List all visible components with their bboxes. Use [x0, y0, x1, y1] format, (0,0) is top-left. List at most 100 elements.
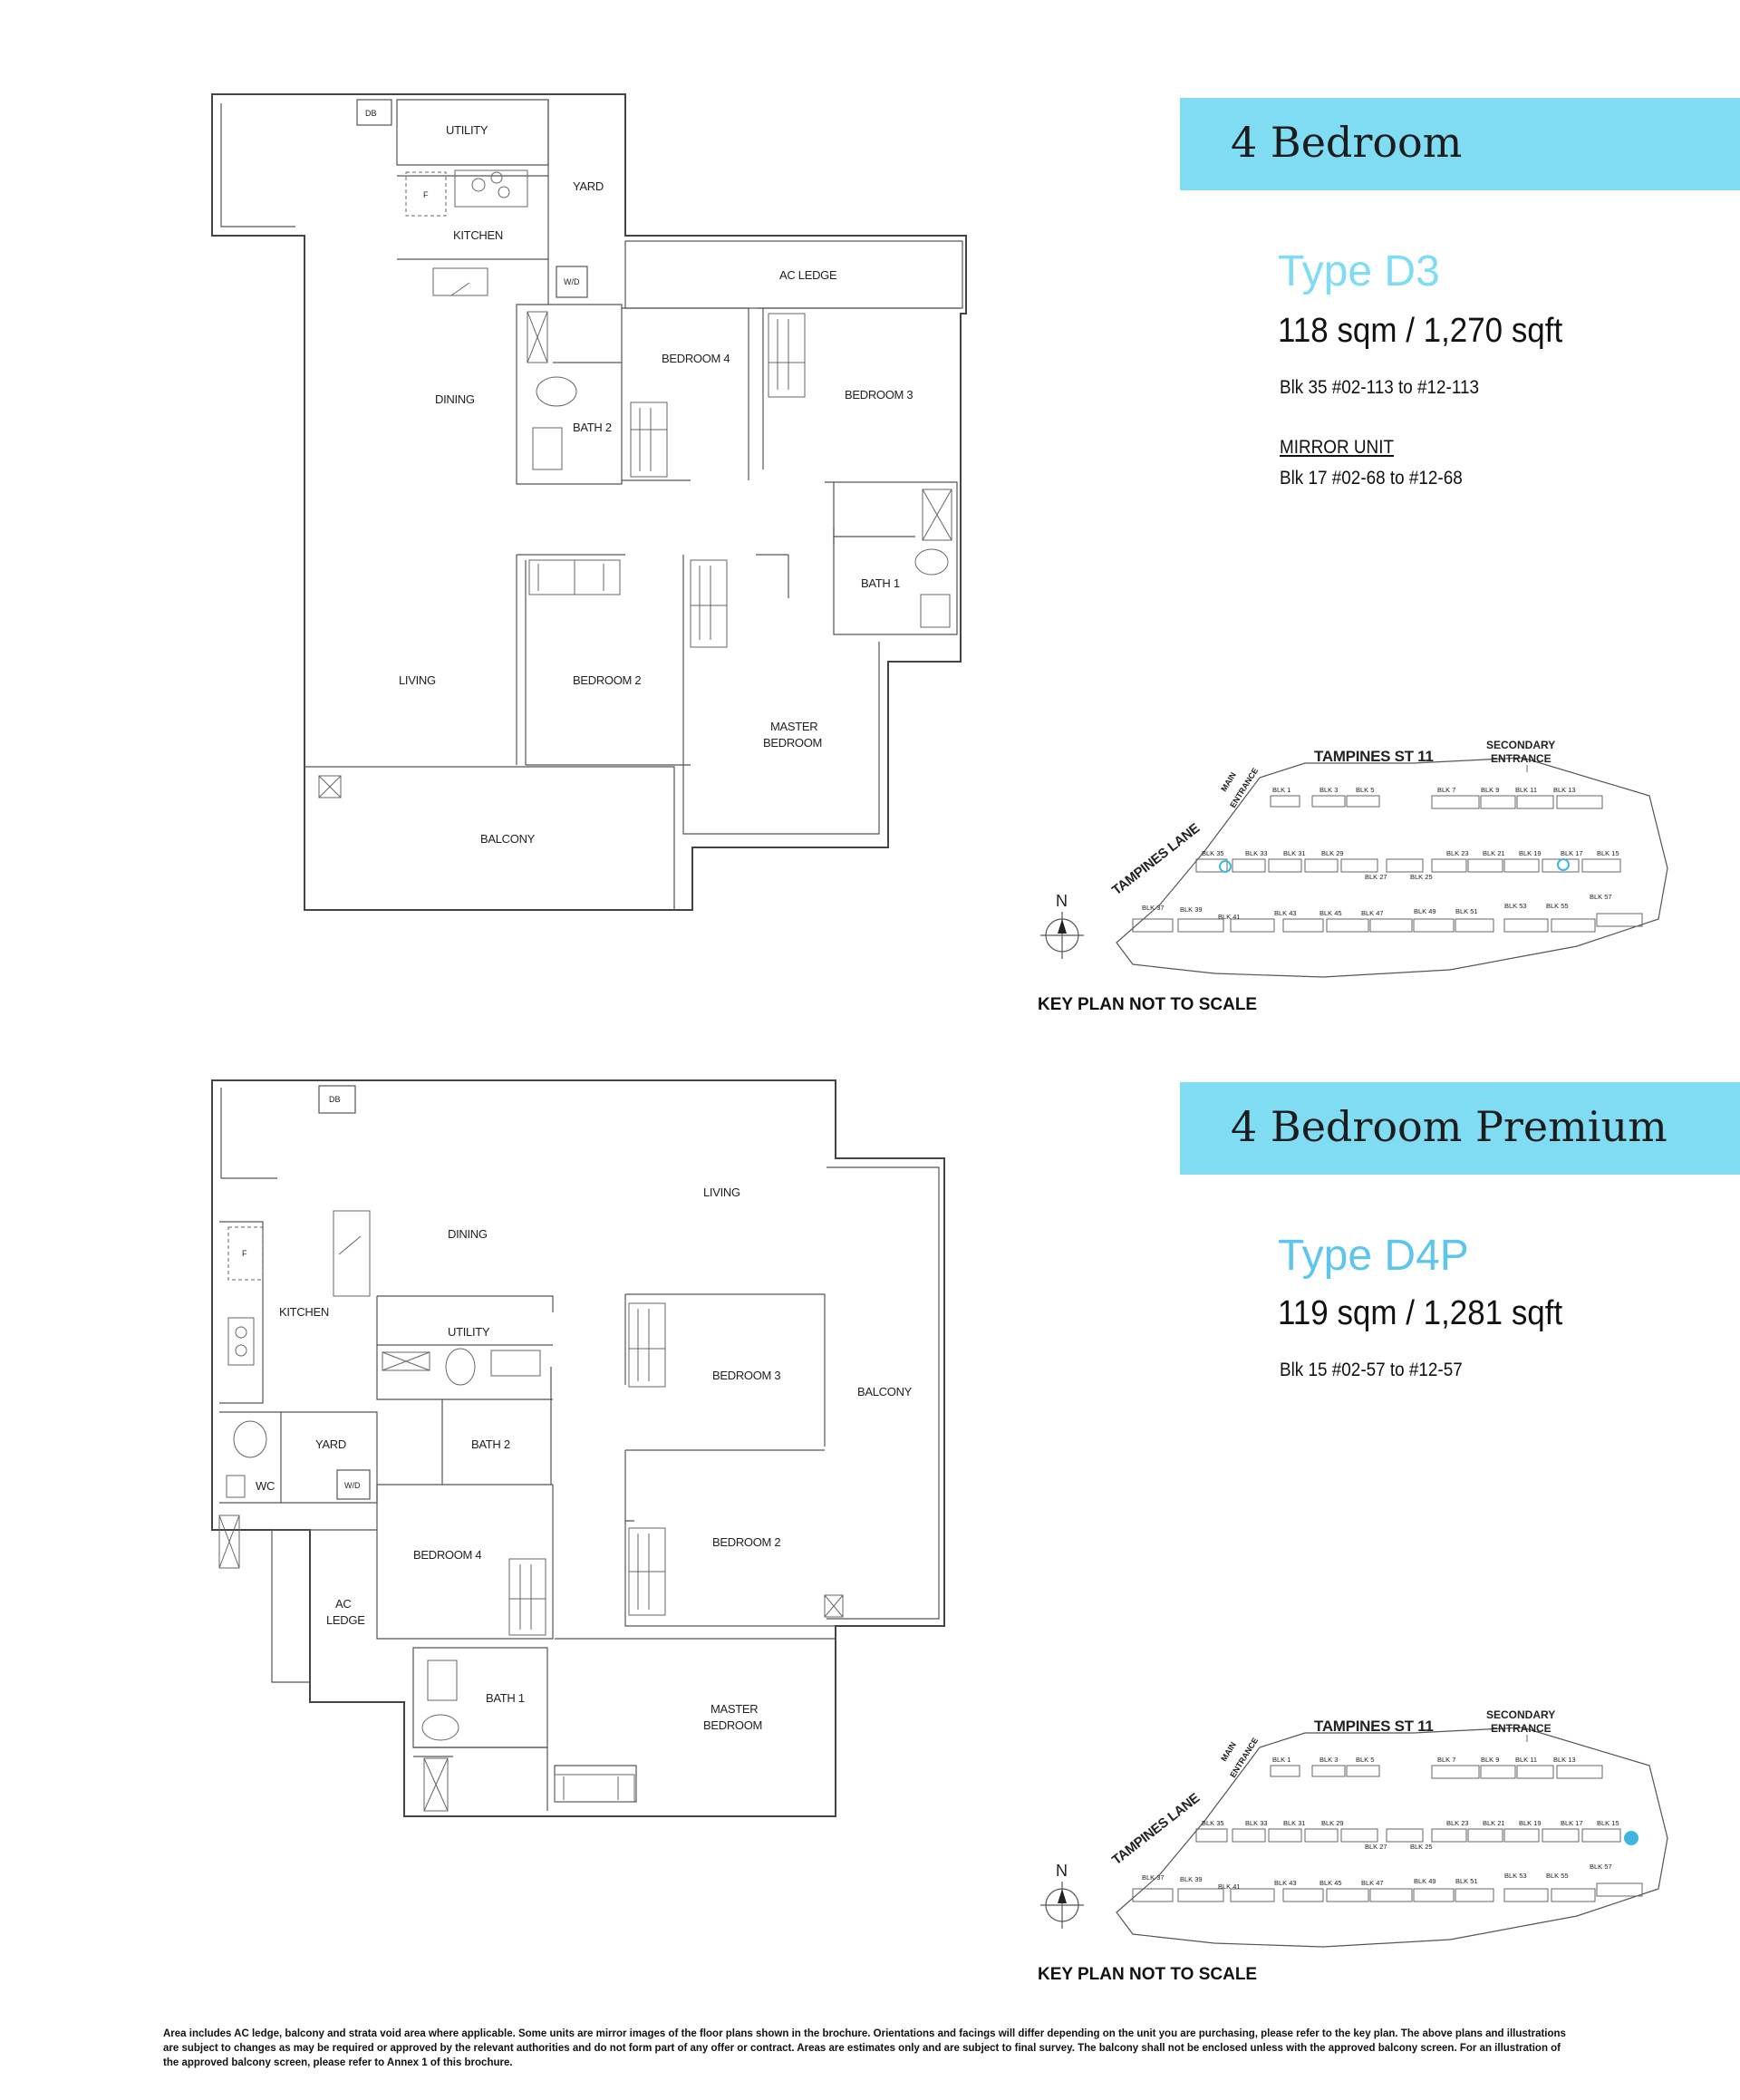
blk-label: BLK 33: [1245, 849, 1268, 857]
blk-label: BLK 23: [1446, 1819, 1469, 1827]
category-banner-4-bedroom: 4 Bedroom: [1180, 98, 1740, 190]
room-bath-1: BATH 1: [486, 1691, 525, 1705]
room-utility: UTILITY: [446, 123, 488, 137]
blk-label: BLK 51: [1455, 1877, 1478, 1885]
blk-label: BLK 29: [1321, 849, 1344, 857]
blk-label: BLK 9: [1481, 1756, 1499, 1764]
blk-label: BLK 51: [1455, 907, 1478, 915]
room-master-line1: MASTER: [710, 1702, 758, 1716]
room-yard: YARD: [315, 1437, 346, 1451]
room-bath-2: BATH 2: [471, 1437, 510, 1451]
room-master-line1: MASTER: [770, 720, 817, 733]
blk-label: BLK 39: [1180, 1875, 1203, 1883]
unit-type-d4p: Type D4P: [1278, 1232, 1469, 1280]
blk-label: BLK 21: [1483, 849, 1505, 857]
room-utility: UTILITY: [448, 1325, 490, 1339]
unit-area-d4p: 119 sqm / 1,281 sqft: [1278, 1294, 1563, 1332]
secondary-entrance-line2: ENTRANCE: [1491, 752, 1552, 765]
mirror-unit-blocks: Blk 17 #02-68 to #12-68: [1280, 468, 1463, 489]
blk-label: BLK 55: [1546, 1872, 1569, 1880]
unit-type-d3: Type D3: [1278, 247, 1440, 295]
blk-label: BLK 31: [1283, 849, 1306, 857]
blk-label: BLK 37: [1142, 1873, 1165, 1882]
room-living: LIVING: [703, 1185, 740, 1199]
room-bedroom-4: BEDROOM 4: [662, 352, 730, 365]
room-living: LIVING: [399, 673, 436, 687]
block-clusters: [1132, 795, 1643, 933]
blk-label: BLK 35: [1202, 1819, 1224, 1827]
blk-label: BLK 53: [1504, 902, 1527, 910]
unit-area-d3: 118 sqm / 1,270 sqft: [1278, 312, 1563, 350]
blk-label: BLK 7: [1437, 786, 1455, 794]
blk-label: BLK 1: [1272, 786, 1290, 794]
room-bedroom-2: BEDROOM 2: [573, 673, 641, 687]
floor-plan-d4p: DB LIVING DINING F KITCHEN UTILITY BEDRO…: [208, 1077, 961, 1829]
blk-label: BLK 1: [1272, 1756, 1290, 1764]
blk-label: BLK 7: [1437, 1756, 1455, 1764]
room-dining: DINING: [448, 1227, 488, 1241]
blk-label: BLK 5: [1356, 1756, 1374, 1764]
room-dining: DINING: [435, 392, 475, 406]
north-label: N: [1056, 892, 1068, 910]
room-bedroom-3: BEDROOM 3: [712, 1369, 780, 1382]
unit-highlight-blk17: [1557, 858, 1570, 871]
room-wc: WC: [256, 1479, 275, 1493]
lane-label: TAMPINES LANE: [1109, 1790, 1203, 1868]
room-ac-ledge: AC LEDGE: [779, 268, 837, 282]
blk-label: BLK 39: [1180, 905, 1203, 914]
blk-label: BLK 33: [1245, 1819, 1268, 1827]
blk-label: BLK 19: [1519, 849, 1542, 857]
blk-label: BLK 23: [1446, 849, 1469, 857]
mirror-unit-heading: MIRROR UNIT: [1280, 437, 1394, 458]
blk-label: BLK 25: [1410, 1843, 1433, 1851]
room-master-line2: BEDROOM: [703, 1718, 762, 1732]
room-bath-1: BATH 1: [861, 576, 900, 590]
room-db: DB: [329, 1095, 341, 1104]
blk-label: BLK 49: [1414, 907, 1436, 915]
main-entrance-line1: MAIN: [1219, 1740, 1238, 1763]
blk-label: BLK 41: [1218, 913, 1241, 921]
blk-label: BLK 27: [1365, 1843, 1387, 1851]
north-label: N: [1056, 1862, 1068, 1880]
blk-label: BLK 29: [1321, 1819, 1344, 1827]
north-arrow: N: [1040, 892, 1084, 959]
unit-blocks-d3: Blk 35 #02-113 to #12-113: [1280, 377, 1479, 398]
blk-label: BLK 5: [1356, 786, 1374, 794]
blk-label: BLK 3: [1320, 1756, 1338, 1764]
blk-label: BLK 35: [1202, 849, 1224, 857]
north-arrow: N: [1040, 1862, 1084, 1929]
disclaimer-text: Area includes AC ledge, balcony and stra…: [163, 2028, 1566, 2068]
washer-dryer-label: W/D: [344, 1481, 361, 1490]
secondary-entrance-line1: SECONDARY: [1486, 739, 1555, 751]
blk-label: BLK 45: [1320, 909, 1342, 917]
street-label: TAMPINES ST 11: [1314, 1718, 1434, 1735]
blk-label: BLK 13: [1553, 786, 1576, 794]
room-ac-line2: LEDGE: [326, 1613, 365, 1627]
blk-label: BLK 47: [1361, 1879, 1384, 1887]
blk-label: BLK 43: [1274, 909, 1297, 917]
room-ac-line1: AC: [335, 1597, 351, 1611]
blk-label: BLK 19: [1519, 1819, 1542, 1827]
floor-plan-d3: DB UTILITY YARD F KITCHEN W/D AC LEDGE D…: [208, 91, 979, 924]
blk-label: BLK 55: [1546, 902, 1569, 910]
block-clusters: [1132, 1765, 1643, 1902]
blk-label: BLK 3: [1320, 786, 1338, 794]
room-bedroom-3: BEDROOM 3: [845, 388, 913, 402]
blk-label: BLK 27: [1365, 873, 1387, 881]
blk-label: BLK 11: [1515, 786, 1537, 794]
blk-label: BLK 53: [1504, 1872, 1527, 1880]
blk-label: BLK 11: [1515, 1756, 1537, 1764]
fridge-label: F: [423, 190, 429, 199]
room-bath-2: BATH 2: [573, 421, 612, 434]
room-balcony: BALCONY: [857, 1385, 913, 1398]
blk-label: BLK 41: [1218, 1882, 1241, 1891]
key-plan-caption-2: KEY PLAN NOT TO SCALE: [1038, 1965, 1258, 1984]
secondary-entrance-line2: ENTRANCE: [1491, 1722, 1552, 1735]
blk-label: BLK 17: [1561, 1819, 1583, 1827]
blk-label: BLK 57: [1590, 893, 1612, 901]
blk-label: BLK 15: [1597, 1819, 1619, 1827]
room-bedroom-2: BEDROOM 2: [712, 1535, 780, 1549]
room-yard: YARD: [573, 179, 604, 193]
blk-label: BLK 43: [1274, 1879, 1297, 1887]
